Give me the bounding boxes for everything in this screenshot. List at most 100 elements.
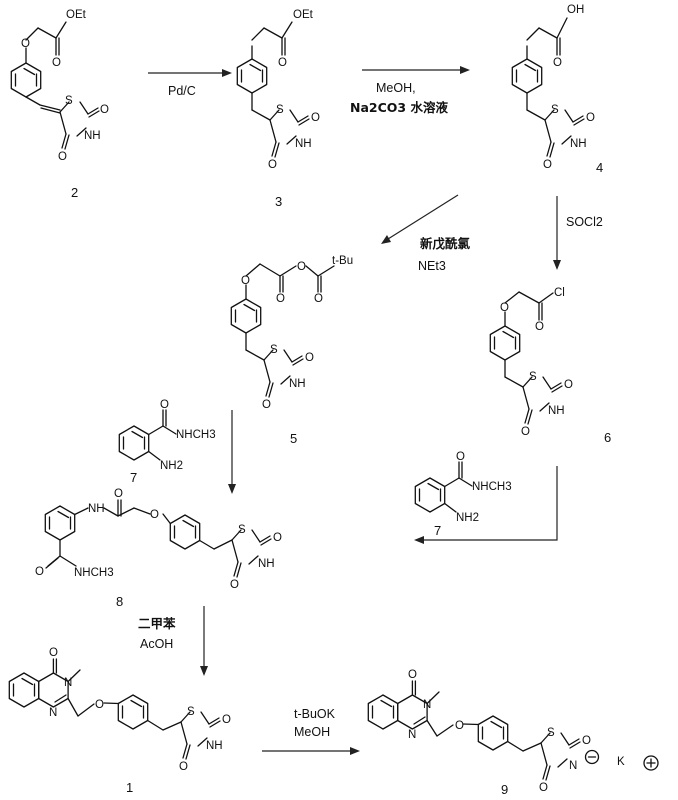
ring-oxygen-b: O [179,761,188,773]
benzamide-oxygen: O [35,566,44,578]
arrow-1-to-9: t-BuOK MeOH [262,707,360,755]
carbonyl-oxygen: O [52,57,61,69]
compound-2: O OEt O S NH O O 2 [10,9,109,200]
ring-nh: NH [206,740,223,752]
ring-oxygen-a: O [222,714,231,726]
ring-nh: NH [295,138,312,150]
arrow-5-to-8 [228,410,236,494]
ring-nh: NH [289,378,306,390]
ring-sulfur: S [187,706,195,718]
compound-7-left: O NHCH3 NH2 7 [118,399,216,485]
amino-group: NH2 [160,460,183,472]
reagent-pivaloyl-chloride: 新戊酰氯 [420,236,471,251]
ring-nh: NH [84,130,101,142]
ether-oxygen: O [500,302,509,314]
ring-sulfur: S [529,371,537,383]
ring-n-anion: N [569,760,577,772]
arrow-4-to-6: SOCl2 [553,196,603,270]
ring-oxygen-b: O [543,159,552,171]
compound-number: 7 [130,470,137,485]
ring-oxygen-a: O [586,112,595,124]
ether-oxygen: O [95,699,104,711]
reagent-meoh: MeOH [294,725,330,739]
compound-number: 2 [71,185,78,200]
compound-4: OH O S NH O O 4 [511,4,603,175]
compound-1: O N N O S NH O O 1 [9,647,231,795]
reagent-t-buok: t-BuOK [294,707,336,721]
compound-number: 1 [126,780,133,795]
ring-oxygen-b: O [262,399,271,411]
compound-8: NH O O O NHCH3 S NH O O 8 [35,488,282,609]
ring-oxygen-a: O [564,379,573,391]
arrow-8-to-1: 二甲苯 AcOH [138,606,208,676]
ring-nh: NH [570,138,587,150]
ring-oxygen-a: O [305,352,314,364]
ring-nh: NH [548,405,565,417]
compound-7-right: O NHCH3 NH2 7 [414,451,512,538]
compound-number: 9 [501,782,508,797]
methylamide-group: NHCH3 [176,429,216,441]
ring-oxygen-b: O [539,782,548,794]
reagent-pd-c: Pd/C [168,84,196,98]
carbonyl-oxygen-2: O [314,293,323,305]
reagent-meoh: MeOH, [376,81,416,95]
ring-sulfur: S [270,344,278,356]
ring-nitrogen: N [49,707,57,719]
compound-5: O O t-Bu O O S NH O O 5 [230,255,353,446]
amide-oxygen: O [456,451,465,463]
negative-charge-icon [584,749,600,765]
ether-oxygen: O [241,275,250,287]
acid-hydroxyl: OH [567,4,584,16]
ring-oxygen-b: O [230,579,239,591]
amide-oxygen: O [114,488,123,500]
methylamide-group: NHCH3 [74,567,114,579]
ring-sulfur: S [65,95,73,107]
reagent-net3: NEt3 [418,259,446,273]
n-methyl-nitrogen: N [64,677,72,689]
compound-number: 7 [434,523,441,538]
arrow-4-to-5: 新戊酰氯 NEt3 [381,194,471,273]
carbonyl-oxygen: O [278,57,287,69]
amide-nh: NH [88,503,105,515]
amide-oxygen: O [160,399,169,411]
ring-sulfur: S [547,727,555,739]
reagent-acoh: AcOH [140,637,173,651]
n-methyl-nitrogen: N [423,699,431,711]
compound-number: 6 [604,430,611,445]
ring-oxygen-a: O [582,735,591,747]
ring-oxygen-b: O [268,159,277,171]
ether-oxygen: O [455,720,464,732]
amino-group: NH2 [456,512,479,524]
acyl-chloride: Cl [554,287,565,299]
positive-charge-icon [643,755,659,771]
reagent-na2co3: Na2CO3 水溶液 [350,100,448,115]
carbonyl-oxygen: O [535,321,544,333]
ring-nitrogen: N [408,729,416,741]
compound-number: 4 [596,160,603,175]
ring-sulfur: S [551,104,559,116]
carbonyl-oxygen-1: O [276,293,285,305]
ester-group: OEt [66,9,87,21]
compound-9: O N N O S N K O O 9 [368,669,659,797]
reagent-socl2: SOCl2 [566,215,603,229]
arrow-6-to-8 [414,466,558,544]
ring-nh: NH [258,558,275,570]
ring-sulfur: S [276,104,284,116]
methylamide-group: NHCH3 [472,481,512,493]
ring-oxygen-a: O [273,532,282,544]
compound-3: S OEt O NH O O 3 [236,9,320,209]
ester-group: OEt [293,9,314,21]
tert-butyl-group: t-Bu [332,255,353,267]
quinazolinone-oxygen: O [408,669,417,681]
ring-sulfur: S [238,524,246,536]
quinazolinone-oxygen: O [49,647,58,659]
compound-number: 8 [116,594,123,609]
compound-number: 5 [290,431,297,446]
anhydride-oxygen: O [297,261,306,273]
ring-oxygen-b: O [58,151,67,163]
ether-oxygen: O [21,38,30,50]
carbonyl-oxygen: O [553,57,562,69]
arrow-2-to-3: Pd/C [148,69,232,98]
reagent-xylene: 二甲苯 [138,616,176,631]
